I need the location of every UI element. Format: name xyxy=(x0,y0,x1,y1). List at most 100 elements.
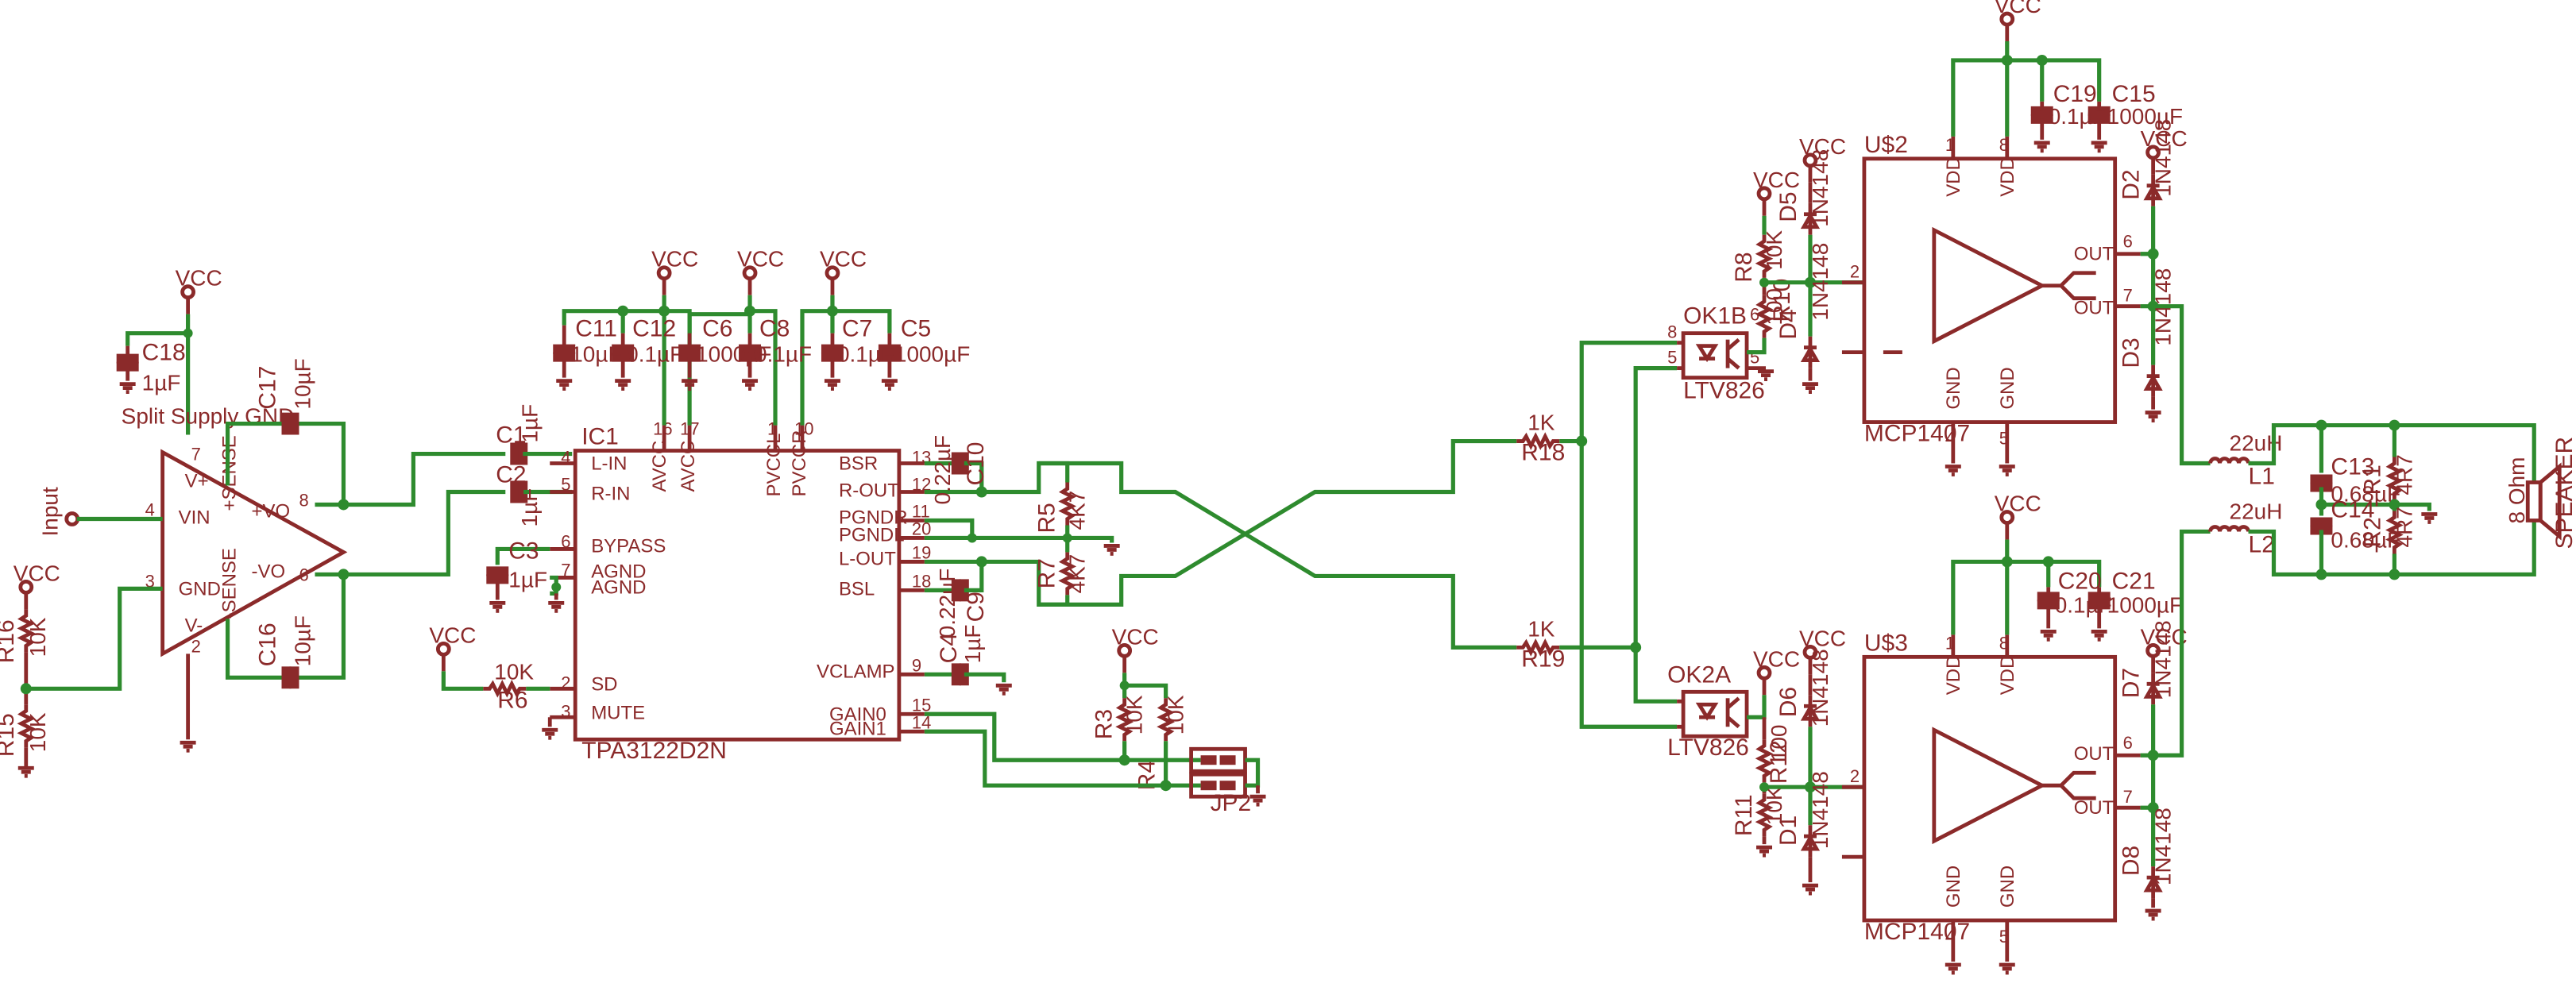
r7-ref: R7 xyxy=(1034,558,1060,588)
svg-text:6: 6 xyxy=(299,565,309,584)
svg-text:2: 2 xyxy=(191,636,201,656)
vcc-symbol xyxy=(438,643,449,671)
vcc-symbol xyxy=(744,268,755,295)
ground-symbol xyxy=(180,742,196,750)
r19-ref: R19 xyxy=(1521,646,1565,672)
capacitor-c6 xyxy=(678,333,701,389)
crossover-wires xyxy=(1038,438,1517,650)
c2-ref: C2 xyxy=(496,462,526,488)
ic1-pin-bsl: BSL xyxy=(839,578,875,600)
c11-ref: C11 xyxy=(575,316,617,342)
r10-value: 100 xyxy=(1762,288,1786,326)
svg-text:7: 7 xyxy=(561,560,570,580)
svg-text:8: 8 xyxy=(299,490,309,510)
r5-ref: R5 xyxy=(1034,503,1060,533)
svg-text:7: 7 xyxy=(191,445,201,465)
u3-out2: OUT xyxy=(2074,797,2114,819)
c5-value: 1000µF xyxy=(894,342,970,367)
wire xyxy=(924,461,984,495)
c18-ref: C18 xyxy=(142,340,186,366)
wire xyxy=(964,672,1006,683)
wire xyxy=(441,671,484,691)
u2-gnd2: GND xyxy=(1997,367,2018,409)
l2-value: 22uH xyxy=(2230,499,2283,523)
capacitor-c16 xyxy=(287,666,295,688)
vcc-label: VCC xyxy=(2141,126,2188,151)
input-terminal xyxy=(64,511,80,526)
ic1-pin-gain1: GAIN1 xyxy=(829,718,886,739)
r1-ref: R1 xyxy=(2359,465,2385,495)
svg-text:8: 8 xyxy=(1999,135,2009,155)
u2-gnd1: GND xyxy=(1943,367,1964,409)
vcc-label: VCC xyxy=(1995,491,2041,515)
c16-value: 10µF xyxy=(290,615,315,666)
jp2-ref: JP2 xyxy=(1211,790,1252,816)
pin-vin: VIN xyxy=(179,507,210,528)
optocoupler-ok1b xyxy=(1681,331,1749,380)
c12-value: 0.1µF xyxy=(626,342,683,367)
u2-ref: U$2 xyxy=(1864,132,1908,158)
d4-ref: D4 xyxy=(1775,309,1802,339)
d6-ref: D6 xyxy=(1775,687,1802,717)
r16-ref: R16 xyxy=(0,619,19,663)
diode-d4 xyxy=(1804,337,1817,368)
u3-ref: U$3 xyxy=(1864,630,1908,656)
r3-value: 10K xyxy=(1122,695,1147,734)
c3-value: 1µF xyxy=(508,567,547,592)
c19-ref: C19 xyxy=(2053,81,2097,107)
ic1-pin-bsr: BSR xyxy=(839,453,878,475)
svg-text:7: 7 xyxy=(2123,787,2133,807)
r4-value: 10K xyxy=(1164,695,1188,734)
r1-value: 4R7 xyxy=(2392,454,2416,495)
input-label: Input xyxy=(38,487,63,536)
r16-value: 10K xyxy=(25,617,50,657)
r2-value: 4R7 xyxy=(2392,507,2416,547)
wire xyxy=(495,546,550,565)
pin-vplus: V+ xyxy=(185,471,209,492)
opamp-section: VCC C18 1µF Split Supply GND VIN GND V+ … xyxy=(0,266,506,777)
c13-ref: C13 xyxy=(2331,454,2374,480)
ic1-pin-rin: R-IN xyxy=(591,483,630,504)
amplifier-section: C1 1µF C2 1µF IC1 TPA3122D2N L-IN R-IN B… xyxy=(429,247,1265,816)
vcc-label: VCC xyxy=(14,561,60,585)
svg-text:5: 5 xyxy=(561,475,570,495)
svg-text:4: 4 xyxy=(1945,927,1955,947)
ic1-pin-bypass: BYPASS xyxy=(591,535,666,557)
svg-text:1: 1 xyxy=(1945,135,1955,155)
l1-ref: L1 xyxy=(2249,464,2275,490)
c18-value: 1µF xyxy=(142,371,181,395)
svg-text:6: 6 xyxy=(2123,733,2133,753)
output-filter-section: 22uH L1 22uH L2 C13 0.68µF C14 0.68µF R1… xyxy=(2153,304,2576,758)
r19-value: 1K xyxy=(1527,616,1555,641)
wire xyxy=(1747,695,1767,719)
r6-ref: R6 xyxy=(497,687,527,713)
u2-out2: OUT xyxy=(2074,298,2114,319)
svg-text:5: 5 xyxy=(1999,429,2009,449)
u3-out1: OUT xyxy=(2074,743,2114,765)
c1-value: 1µF xyxy=(517,404,542,443)
ic1-pin-pgndl: PGNDL xyxy=(839,524,905,546)
vcc-symbol xyxy=(2002,13,2013,41)
ic1-tpa3122d2n xyxy=(573,449,902,742)
speaker-ref: SPEAKER xyxy=(2551,437,2576,549)
ok2a-part: LTV826 xyxy=(1667,734,1749,761)
wire xyxy=(1579,441,1678,729)
ic1-pin-pvccr: PVCCR xyxy=(789,430,810,497)
vcc-label: VCC xyxy=(1995,0,2041,17)
r11-ref: R11 xyxy=(1731,794,1757,836)
r12-ref: R12 xyxy=(1766,740,1792,784)
capacitor-c19 xyxy=(2031,101,2053,151)
vcc-label: VCC xyxy=(176,266,222,291)
wire xyxy=(2248,520,2536,577)
u2-out1: OUT xyxy=(2074,244,2114,265)
svg-text:19: 19 xyxy=(912,542,931,562)
d7-value: 1N4148 xyxy=(2151,620,2176,698)
pin-plus-vo: +VO xyxy=(252,500,291,522)
wire xyxy=(1633,647,1678,704)
wire xyxy=(126,314,191,346)
vcc-label: VCC xyxy=(820,247,867,272)
capacitor-c21 xyxy=(2088,587,2111,639)
capacitor-c17 xyxy=(287,413,295,435)
wire xyxy=(2140,252,2156,309)
